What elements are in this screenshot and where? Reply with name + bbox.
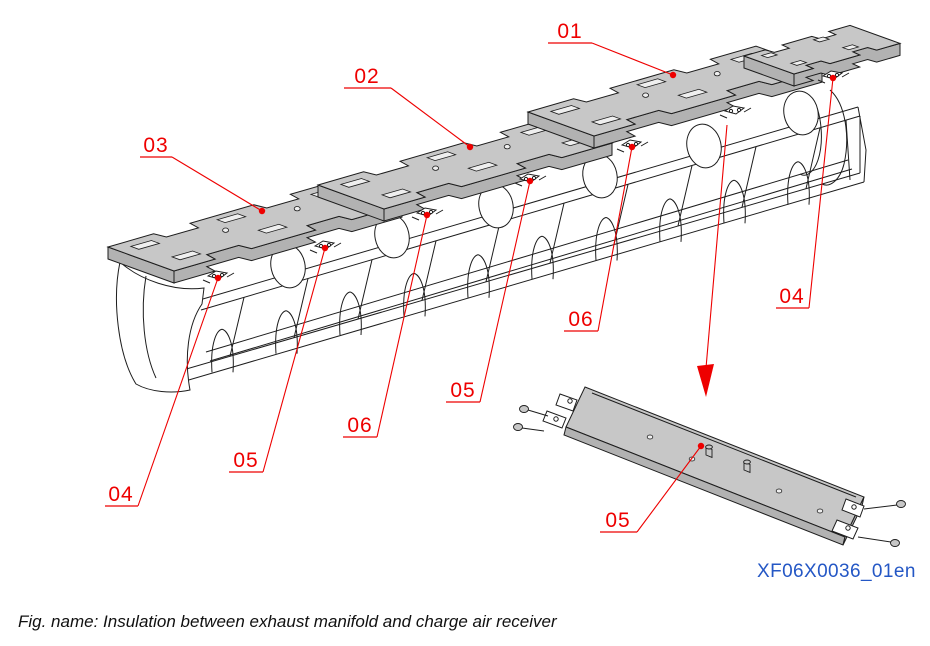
callout-04-left: 04 — [105, 274, 222, 507]
callout-02: 02 — [344, 65, 474, 151]
callouts: 01 02 03 04 06 — [105, 20, 837, 533]
figure-caption: Fig. name: Insulation between exhaust ma… — [18, 612, 557, 631]
detail-arrow — [697, 124, 728, 397]
detail-view — [513, 386, 906, 547]
callout-01: 01 — [548, 20, 677, 79]
callout-label: 06 — [568, 308, 593, 331]
callout-label: 03 — [143, 134, 168, 157]
callout-label: 05 — [605, 509, 630, 532]
figure-code: XF06X0036_01en — [757, 561, 916, 582]
callout-label: 05 — [233, 449, 258, 472]
callout-label: 05 — [450, 379, 475, 402]
clamp — [719, 105, 752, 119]
detail-clamp-left — [513, 393, 578, 432]
insulation-plates — [106, 24, 902, 284]
callout-05-left: 05 — [229, 244, 329, 473]
callout-05-detail: 05 — [600, 442, 705, 533]
callout-04-right: 04 — [776, 74, 837, 309]
callout-03: 03 — [140, 134, 266, 215]
detail-clamp-right — [831, 498, 906, 547]
callout-06-right: 06 — [564, 143, 636, 332]
manifold-body — [116, 89, 867, 393]
callout-label: 04 — [108, 483, 133, 506]
clamp — [309, 240, 342, 254]
callout-label: 02 — [354, 65, 379, 88]
callout-label: 06 — [347, 414, 372, 437]
callout-06-left: 06 — [343, 211, 431, 438]
callout-label: 01 — [557, 20, 582, 43]
callout-label: 04 — [779, 285, 804, 308]
callout-05-right: 05 — [446, 177, 534, 403]
